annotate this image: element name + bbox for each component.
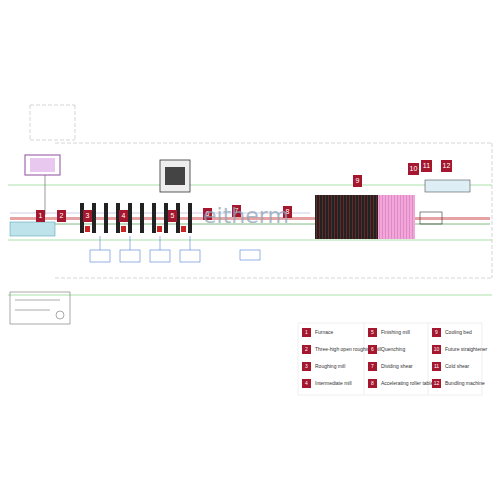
legend-swatch: 11	[432, 362, 441, 371]
callout-number: 1	[36, 210, 45, 222]
legend-row: 7 Dividing shear	[368, 360, 413, 372]
callout-number: 7	[371, 363, 374, 369]
legend-text: Intermediate mill	[315, 380, 352, 386]
legend-text: Dividing shear	[381, 363, 413, 369]
callout-number: 8	[371, 380, 374, 386]
legend-text: Furnace	[315, 329, 333, 335]
legend-text: Finishing mill	[381, 329, 410, 335]
legend-swatch: 7	[368, 362, 377, 371]
legend-row: 10 Future straightener	[432, 343, 487, 355]
legend-text: Bundling machine	[445, 380, 485, 386]
callout-number: 3	[83, 210, 92, 222]
callout-text: 1	[39, 212, 43, 219]
legend-swatch: 8	[368, 379, 377, 388]
callout-number: 3	[305, 363, 308, 369]
callout-number: 10	[408, 163, 419, 175]
callout-number: 5	[168, 210, 177, 222]
legend-swatch: 12	[432, 379, 441, 388]
legend-swatch: 6	[368, 345, 377, 354]
legend-swatch: 2	[302, 345, 311, 354]
callout-number: 2	[57, 210, 66, 222]
legend-text: Accelerating roller table	[381, 380, 433, 386]
legend-swatch: 4	[302, 379, 311, 388]
callout-number: 5	[371, 329, 374, 335]
legend-swatch: 3	[302, 362, 311, 371]
callout-text: 2	[60, 212, 64, 219]
callout-number: 9	[435, 329, 438, 335]
callout-text: 5	[171, 212, 175, 219]
callout-text: 10	[410, 165, 418, 172]
callout-number: 11	[434, 363, 439, 369]
legend-text: Roughing mill	[315, 363, 345, 369]
watermark: eitherm	[203, 203, 289, 228]
callout-number: 1	[305, 329, 308, 335]
legend-swatch: 9	[432, 328, 441, 337]
callout-number: 2	[305, 346, 308, 352]
legend-row: 8 Accelerating roller table	[368, 377, 433, 389]
legend-row: 6 Quenching	[368, 343, 405, 355]
callout-text: 11	[423, 162, 430, 169]
legend-row: 3 Roughing mill	[302, 360, 345, 372]
legend-swatch: 10	[432, 345, 441, 354]
callout-number: 4	[119, 210, 128, 222]
legend-row: 5 Finishing mill	[368, 326, 410, 338]
callout-text: 9	[356, 177, 360, 184]
callout-number: 12	[441, 160, 452, 172]
legend-text: Cooling bed	[445, 329, 472, 335]
legend-swatch: 5	[368, 328, 377, 337]
legend-row: 4 Intermediate mill	[302, 377, 352, 389]
callout-number: 12	[434, 380, 440, 386]
callout-text: 4	[122, 212, 126, 219]
legend-text: Quenching	[381, 346, 405, 352]
legend-text: Cold shear	[445, 363, 469, 369]
legend-row: 11 Cold shear	[432, 360, 469, 372]
callout-text: 3	[86, 212, 90, 219]
callout-number: 6	[371, 346, 374, 352]
callout-number: 4	[305, 380, 308, 386]
callout-number: 10	[434, 346, 440, 352]
callout-text: 12	[443, 162, 451, 169]
legend-swatch: 1	[302, 328, 311, 337]
legend-row: 1 Furnace	[302, 326, 333, 338]
legend-row: 9 Cooling bed	[432, 326, 472, 338]
callout-number: 11	[421, 160, 432, 172]
legend-text: Future straightener	[445, 346, 487, 352]
legend-row: 12 Bundling machine	[432, 377, 485, 389]
callout-number: 9	[353, 175, 362, 187]
